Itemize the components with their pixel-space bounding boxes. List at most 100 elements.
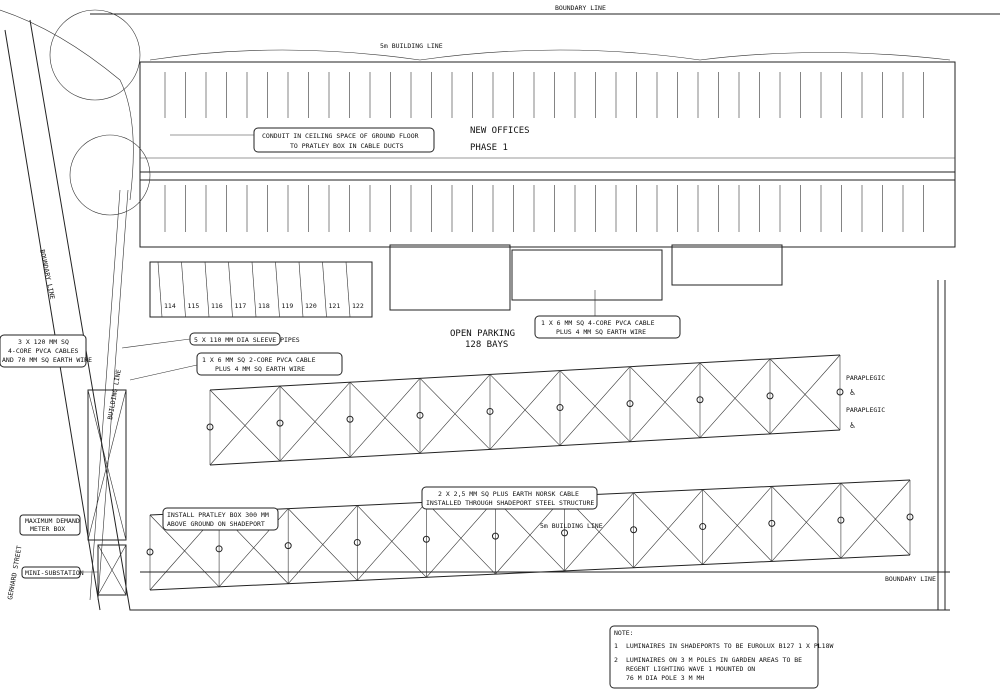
meter-box-label-box (19, 514, 81, 536)
luminaire-icon (284, 542, 292, 550)
note-1-num: 1 (614, 642, 618, 650)
site-edge (29, 19, 950, 611)
shadeport-bay-cross (349, 378, 421, 458)
shadeport-bay-cross (840, 479, 911, 559)
main-cables-line3: AND 70 MM SQ EARTH WIRE (2, 356, 92, 364)
pratley-line2: ABOVE GROUND ON SHADEPORT (167, 520, 265, 528)
paraplegic-label-1: PARAPLEGIC (846, 374, 885, 382)
luminaire-icon (768, 519, 776, 527)
office-building (139, 61, 956, 248)
luminaire-icon (699, 523, 707, 531)
left-shadeport (87, 389, 127, 541)
wheelchair-icon: ♿ (850, 421, 856, 431)
main-cables-line1: 3 X 120 MM SQ (18, 338, 69, 346)
luminaire-icon (491, 532, 499, 540)
note-1-line1: LUMINAIRES IN SHADEPORTS TO BE EUROLUX B… (626, 642, 833, 650)
luminaire-icon (486, 407, 494, 415)
luminaire-icon (836, 388, 844, 396)
luminaire-icon (146, 548, 154, 556)
shadeport-bay-cross (489, 370, 561, 450)
luminaire-icon (276, 419, 284, 427)
street-label: GERHARD STREET (6, 545, 23, 600)
bay-divider (157, 261, 163, 318)
main-cables-box (0, 334, 87, 368)
bay-divider (204, 261, 210, 318)
ramp-right (671, 244, 783, 286)
shadeport-bay-cross (771, 482, 842, 562)
phase-label: PHASE 1 (470, 143, 508, 153)
luminaire-icon (556, 404, 564, 412)
conduit-note-box (253, 127, 435, 153)
ramp-left (389, 244, 511, 311)
bay-divider (345, 261, 351, 318)
conduit-note-line1: CONDUIT IN CEILING SPACE OF GROUND FLOOR (262, 132, 419, 140)
meter-line2: METER BOX (30, 525, 65, 533)
top-building-line-label: 5m BUILDING LINE (380, 42, 443, 50)
shadeport-bay-cross (419, 374, 491, 454)
cable-4core-line2: PLUS 4 MM SQ EARTH WIRE (556, 328, 646, 336)
shadeport-bay-cross (702, 486, 773, 565)
luminaire-icon (353, 538, 361, 546)
bay-number: 115 (188, 302, 200, 310)
building-line-curve (149, 49, 951, 61)
luminaire-icon (346, 415, 354, 423)
bay-number: 122 (352, 302, 364, 310)
shadeport-bay-cross (633, 489, 703, 568)
bay-divider (275, 261, 280, 318)
luminaire-icon (561, 529, 569, 537)
shadeport-bay-cross (769, 354, 841, 435)
luminaire-icon (206, 423, 214, 431)
shadeport-bay-cross (699, 358, 771, 438)
shadeport-bay-cross (279, 382, 351, 462)
luminaire-icon (837, 516, 845, 524)
note-2-line1: LUMINAIRES ON 3 M POLES IN GARDEN AREAS … (626, 656, 802, 664)
cable-4core-box (534, 315, 681, 339)
bay-number: 117 (235, 302, 247, 310)
luminaire-icon (626, 400, 634, 408)
shadeport-edge (209, 429, 841, 466)
building-name: NEW OFFICES (470, 126, 530, 136)
note-2-line2: REGENT LIGHTING WAVE 1 MOUNTED ON (626, 665, 755, 673)
note-2-line3: 76 M DIA POLE 3 M MH (626, 674, 704, 682)
leader-line (129, 364, 198, 381)
left-boundary-label: BOUNDARY LINE (38, 249, 56, 301)
wheelchair-icon: ♿ (850, 388, 856, 398)
shadeport-bay-cross (629, 362, 701, 442)
paraplegic-label-2: PARAPLEGIC (846, 406, 885, 414)
parking-count: 128 BAYS (465, 340, 508, 350)
luminaire-icon (696, 396, 704, 404)
upper-parking-row (149, 261, 373, 318)
cable-4core-line1: 1 X 6 MM SQ 4-CORE PVCA CABLE (541, 319, 655, 327)
note-2-num: 2 (614, 656, 618, 664)
norsk-line1: 2 X 2,5 MM SQ PLUS EARTH NORSK CABLE (438, 490, 579, 498)
luminaire-icon (766, 392, 774, 400)
leader-line (121, 338, 191, 349)
shadeport-bay-cross (287, 505, 358, 584)
bottom-building-line-label: 5m BUILDING LINE (540, 522, 603, 530)
cable-2core-box (196, 352, 343, 376)
norsk-cable-box (421, 486, 598, 510)
bay-divider (322, 261, 327, 318)
luminaire-icon (630, 526, 638, 534)
cable-2core-line1: 1 X 6 MM SQ 2-CORE PVCA CABLE (202, 356, 316, 364)
bay-number: 116 (211, 302, 223, 310)
substation-cross (97, 544, 127, 596)
shadeport-bay-cross (559, 366, 631, 446)
bay-number: 114 (164, 302, 176, 310)
norsk-line2: INSTALLED THROUGH SHADEPORT STEEL STRUCT… (426, 499, 594, 507)
luminaire-icon (422, 535, 430, 543)
top-boundary-label: BOUNDARY LINE (555, 4, 606, 12)
pratley-line1: INSTALL PRATLEY BOX 300 MM (167, 511, 269, 519)
notes-box (609, 625, 819, 689)
main-cables-line2: 4-CORE PVCA CABLES (8, 347, 79, 355)
pratley-box-note (162, 507, 279, 531)
cable-2core-line2: PLUS 4 MM SQ EARTH WIRE (215, 365, 305, 373)
substation-label-box (21, 566, 81, 579)
substation-label: MINI-SUBSTATION (25, 569, 84, 577)
bay-divider (298, 261, 304, 318)
turning-circle (69, 134, 151, 216)
luminaire-icon (215, 545, 223, 553)
shadeport-bay-cross (426, 498, 496, 578)
shadeport-bay-cross (357, 502, 427, 581)
